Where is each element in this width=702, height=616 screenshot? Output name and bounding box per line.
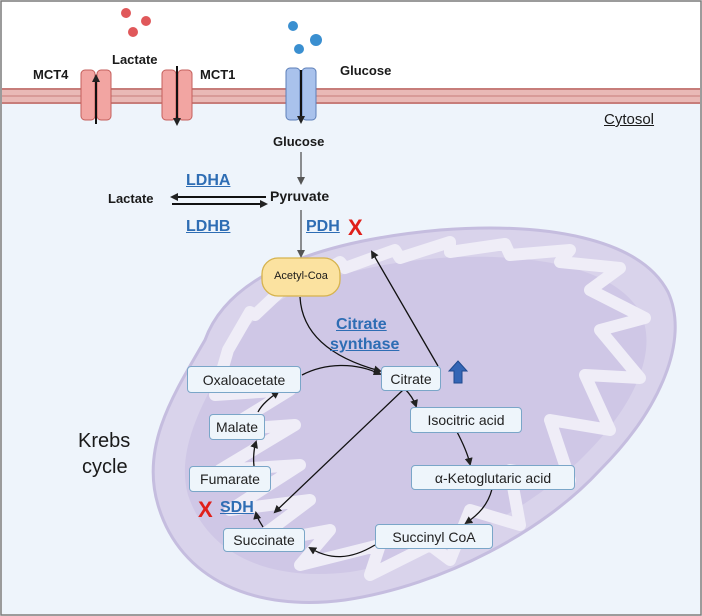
oxaloacetate-node: Oxaloacetate [187, 366, 301, 393]
sdh-inhibition-mark: X [198, 497, 213, 522]
mct4-transporter-icon [80, 69, 112, 124]
lactate-top-label: Lactate [112, 52, 158, 67]
isocitric-acid-node: Isocitric acid [410, 407, 522, 433]
glucose-transporter-label: Glucose [340, 63, 392, 78]
acetylcoa-to-citrate-arrow [299, 296, 382, 374]
mct1-label: MCT1 [200, 67, 236, 82]
glucose-transporter-icon [285, 67, 317, 124]
citrate-to-pdh-arrow [370, 250, 439, 367]
succinate-node: Succinate [223, 528, 305, 552]
acetyl-coa-node [261, 257, 341, 297]
succinyl-coa-node: Succinyl CoA [375, 524, 493, 549]
glucose-label: Glucose [273, 134, 325, 149]
ldhb-label: LDHB [186, 218, 231, 235]
mct4-label: MCT4 [33, 67, 69, 82]
mct1-transporter-icon [161, 66, 193, 126]
citrate-synthase-label-line1: Citrate [336, 316, 387, 333]
glucose-molecules-icon [288, 21, 322, 54]
pdh-inhibition-mark: X [348, 215, 363, 240]
lactate-label: Lactate [108, 191, 154, 206]
krebs-title-line1: Krebs [78, 430, 131, 452]
malate-node: Malate [209, 414, 265, 440]
sdh-label: SDH [220, 499, 254, 516]
pdh-label: PDH [306, 218, 340, 235]
acetyl-coa-label: Acetyl-Coa [274, 270, 328, 282]
fumarate-node: Fumarate [189, 466, 271, 492]
citrate-node: Citrate [381, 366, 441, 391]
krebs-title-line2: cycle [82, 456, 128, 478]
up-arrow-icon [447, 360, 469, 384]
lactate-molecules-icon [121, 8, 151, 37]
citrate-synthase-label-line2: synthase [330, 336, 400, 353]
krebs-cycle-arrows [250, 364, 493, 558]
pyruvate-label: Pyruvate [270, 188, 330, 204]
ketoglutaric-acid-node: α-Ketoglutaric acid [411, 465, 575, 490]
ldha-label: LDHA [186, 172, 231, 189]
cytosol-label: Cytosol [604, 111, 655, 128]
